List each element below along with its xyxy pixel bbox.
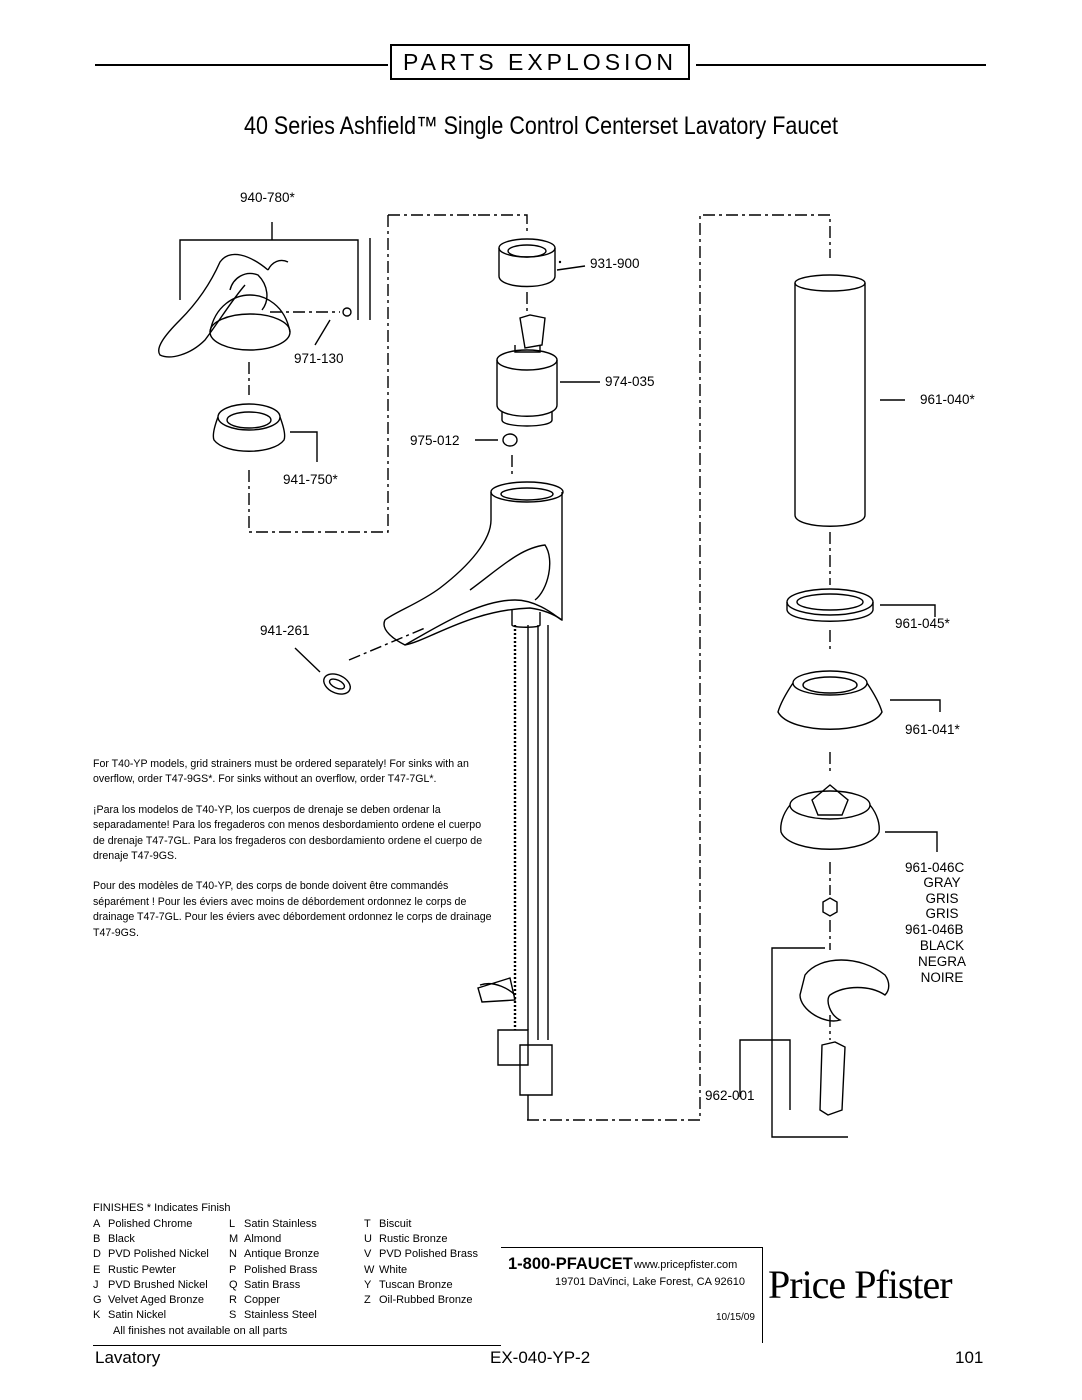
finishes-title: FINISHES * Indicates Finish bbox=[93, 1202, 231, 1214]
label-975-012: 975-012 bbox=[410, 433, 460, 448]
label-974-035: 974-035 bbox=[605, 374, 655, 389]
footer-category: Lavatory bbox=[95, 1348, 161, 1367]
label-961-045: 961-045* bbox=[895, 616, 950, 631]
finishes-note: All finishes not available on all parts bbox=[113, 1325, 288, 1337]
bracket-plate-icon bbox=[799, 959, 890, 1022]
hex-nut-icon bbox=[822, 897, 838, 917]
label-961-041: 961-041* bbox=[905, 722, 960, 737]
color-noire: NOIRE bbox=[920, 970, 964, 985]
label-961-040: 961-040* bbox=[920, 392, 975, 407]
banner: PARTS EXPLOSION bbox=[390, 44, 690, 80]
label-971-130: 971-130 bbox=[294, 351, 344, 366]
note-spanish: ¡Para los modelos de T40-YP, los cuerpos… bbox=[93, 803, 483, 863]
color-black: BLACK bbox=[919, 938, 965, 953]
banner-rule-right bbox=[696, 64, 986, 66]
bracket-940-780 bbox=[179, 239, 359, 320]
handle-base-icon bbox=[212, 403, 286, 452]
label-931-900: 931-900 bbox=[590, 256, 640, 271]
document-date: 10/15/09 bbox=[716, 1312, 755, 1323]
cover-tube-icon bbox=[794, 274, 866, 527]
spout-body-icon bbox=[383, 481, 564, 646]
label-961-046b: 961-046B bbox=[905, 922, 964, 937]
label-941-750: 941-750* bbox=[283, 472, 338, 487]
aerator-icon bbox=[323, 673, 351, 695]
banner-rule-left bbox=[95, 64, 388, 66]
footer-doc-number: EX-040-YP-2 bbox=[490, 1348, 591, 1367]
contact-box bbox=[501, 1247, 763, 1343]
label-962-001: 962-001 bbox=[705, 1088, 755, 1103]
handle-lever-icon bbox=[158, 253, 291, 358]
color-gray: GRAY bbox=[923, 875, 961, 890]
address: 19701 DaVinci, Lake Forest, CA 92610 bbox=[555, 1276, 745, 1288]
set-screw-icon bbox=[342, 307, 352, 317]
color-gris-es: GRIS bbox=[925, 891, 959, 906]
bonnet-nut-icon bbox=[498, 238, 556, 288]
guide-lines bbox=[248, 214, 831, 1121]
footer-page-number: 101 bbox=[955, 1348, 984, 1367]
website-link[interactable]: www.pricepfister.com bbox=[634, 1259, 738, 1271]
footer-rule bbox=[93, 1345, 501, 1346]
gasket-icon bbox=[786, 588, 874, 622]
phone-number: 1-800-PFAUCET bbox=[508, 1255, 633, 1273]
note-french: Pour des modèles de T40-YP, des corps de… bbox=[93, 880, 492, 939]
threaded-rod-icon bbox=[819, 1041, 846, 1116]
mounting-gasket-icon bbox=[780, 784, 880, 850]
o-ring-icon bbox=[502, 433, 518, 447]
ordering-notes: For T40-YP models, grid strainers must b… bbox=[93, 757, 495, 956]
cartridge-icon bbox=[496, 314, 558, 427]
note-english: For T40-YP models, grid strainers must b… bbox=[93, 758, 469, 786]
brand-logo: Price Pfister bbox=[768, 1262, 953, 1307]
base-ring-icon bbox=[777, 670, 883, 730]
label-941-261: 941-261 bbox=[260, 623, 310, 638]
color-gris-fr: GRIS bbox=[925, 906, 959, 921]
label-961-046c: 961-046C bbox=[905, 860, 965, 875]
supply-lines-icon bbox=[479, 625, 553, 1120]
color-negra: NEGRA bbox=[917, 954, 966, 969]
page-title: 40 Series Ashfield™ Single Control Cente… bbox=[244, 112, 838, 140]
label-940-780: 940-780* bbox=[240, 190, 295, 205]
